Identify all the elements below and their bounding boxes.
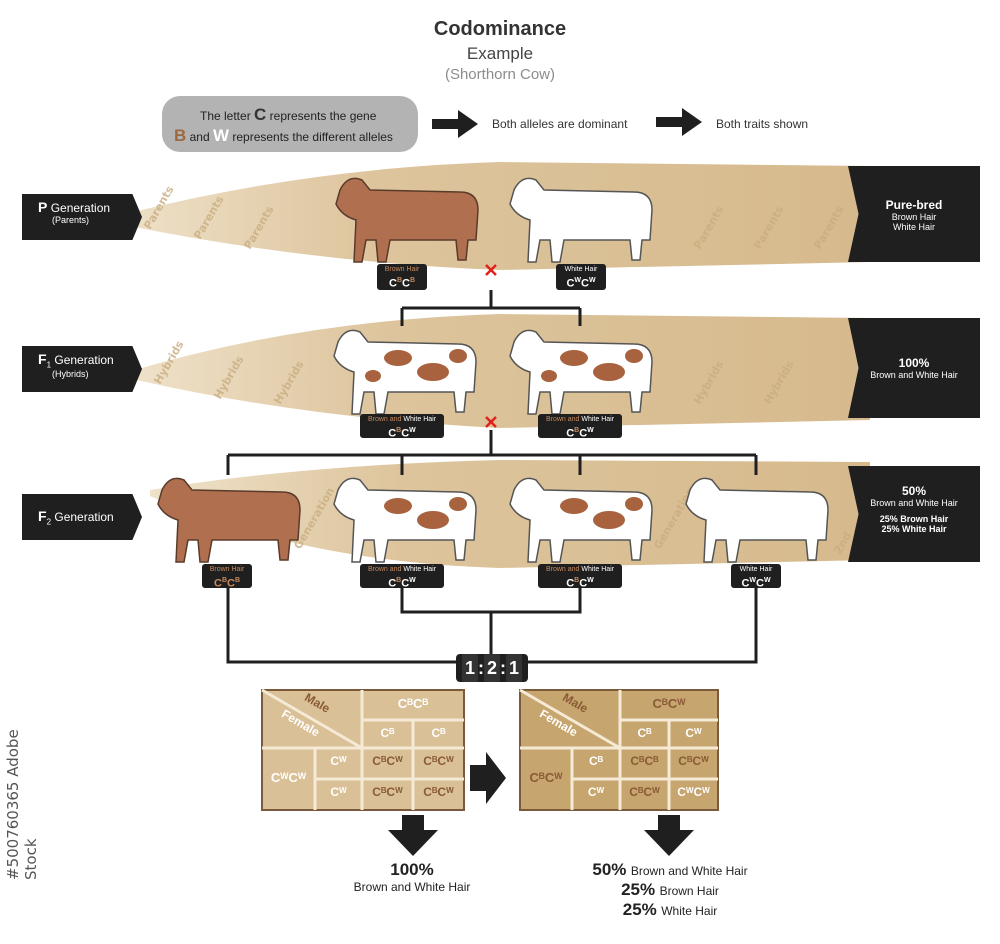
genotype-f2-a: Brown Hair CBCB bbox=[202, 564, 252, 590]
genotype-f2-c: Brown and White Hair CBCW bbox=[538, 564, 622, 590]
punnett-square-1 bbox=[261, 688, 465, 811]
cow-f1-b bbox=[509, 329, 653, 415]
diagram-example: (Shorthorn Cow) bbox=[444, 66, 556, 83]
gen-label-f2: F2 Generation bbox=[22, 494, 142, 540]
result-box-p: Pure-bred Brown Hair White Hair bbox=[848, 166, 980, 262]
cow-f2-white bbox=[685, 477, 829, 563]
genotype-f2-b: Brown and White Hair CBCW bbox=[360, 564, 444, 590]
arrow-down-icon bbox=[388, 815, 438, 856]
arrow-down-icon bbox=[644, 815, 694, 856]
diagram-subtitle: Example bbox=[466, 44, 534, 63]
result-2: 50% Brown and White Hair 25% Brown Hair … bbox=[592, 860, 748, 919]
result-1: 100% Brown and White Hair bbox=[353, 860, 471, 894]
result-box-f2: 50% Brown and White Hair 25% Brown Hair … bbox=[848, 466, 980, 562]
cow-f2-spotted-b bbox=[509, 477, 653, 563]
allele-w: W bbox=[212, 126, 230, 145]
genotype-p-white: White Hair CWCW bbox=[556, 264, 606, 290]
allele-b: B bbox=[174, 126, 187, 145]
arrow-right-icon bbox=[656, 108, 702, 136]
genotype-f1-a: Brown and White Hair CBCW bbox=[360, 414, 444, 440]
legend-pill: The letter C represents the gene B and W… bbox=[162, 96, 418, 152]
punnett-2-labels: Male Female CᴮCᵂ Cᴮ Cᵂ CᴮCᵂ Cᴮ Cᵂ CᴮCᴮ C… bbox=[529, 690, 710, 799]
ratio-box: 1:2:1 bbox=[456, 654, 528, 682]
band-p bbox=[110, 162, 870, 270]
flow-step-1: Both alleles are dominant bbox=[492, 117, 628, 131]
diagram-title: Codominance bbox=[433, 18, 567, 40]
gene-letter: C bbox=[254, 105, 267, 124]
cow-f1-a bbox=[333, 329, 477, 415]
cow-f2-brown bbox=[157, 477, 301, 563]
band-f1 bbox=[128, 314, 870, 428]
flow-step-2: Both traits shown bbox=[716, 117, 809, 131]
genotype-f2-d: White Hair CWCW bbox=[731, 564, 781, 590]
arrow-right-icon bbox=[432, 110, 478, 138]
genotype-p-brown: Brown Hair CBCB bbox=[377, 264, 427, 290]
band-f2 bbox=[150, 460, 870, 568]
punnett-square-2 bbox=[519, 688, 719, 811]
genotype-f1-b: Brown and White Hair CBCW bbox=[538, 414, 622, 440]
arrow-right-icon bbox=[470, 752, 506, 804]
gen-label-p: P Generation (Parents) bbox=[22, 194, 142, 240]
cow-p-white bbox=[509, 177, 653, 263]
punnett-1-labels: Male Female CᴮCᴮ Cᴮ Cᴮ CᵂCᵂ Cᵂ Cᵂ CᴮCᵂ C… bbox=[270, 690, 454, 799]
stock-watermark: #500760365 Adobe Stock bbox=[4, 729, 40, 880]
cow-p-brown bbox=[335, 177, 479, 263]
cow-f2-spotted-a bbox=[333, 477, 477, 563]
gen-label-f1: F1 Generation (Hybrids) bbox=[22, 346, 142, 392]
result-box-f1: 100% Brown and White Hair bbox=[848, 318, 980, 418]
